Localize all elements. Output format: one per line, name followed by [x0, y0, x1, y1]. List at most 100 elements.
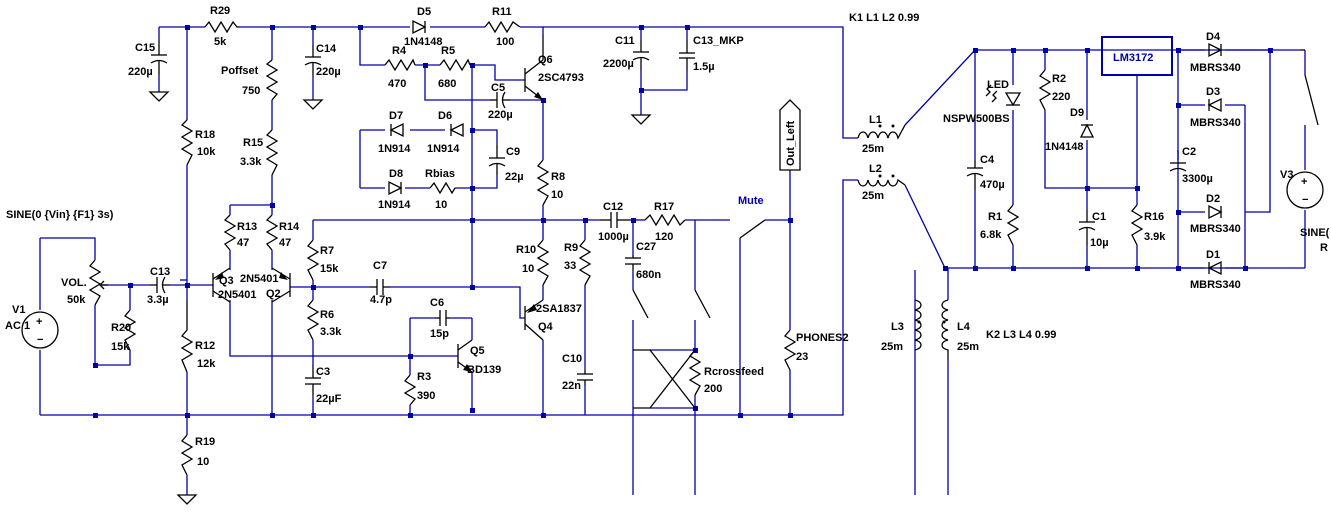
label-v3-value: SINE( [1300, 227, 1330, 239]
junctions [93, 25, 1273, 418]
label-d7-ref: D7 [389, 110, 403, 122]
resistor-rcrossfeed [688, 349, 702, 396]
label-c13-value: 3.3µ [147, 294, 169, 306]
switches [632, 49, 1319, 409]
label-c9-value: 22µ [505, 171, 524, 183]
potentiometer-vol[interactable] [88, 259, 102, 306]
label-c4-value: 470µ [980, 179, 1005, 191]
svg-text:+: + [36, 316, 42, 328]
label-r11-ref: R11 [492, 6, 512, 18]
label-r10-ref: R10 [516, 244, 536, 256]
resistor-r9 [578, 239, 592, 286]
switch-v3[interactable] [1304, 74, 1319, 126]
label-v3-ref: V3 [1280, 169, 1293, 181]
label-q6-value: 2SC4793 [538, 72, 584, 84]
label-c2-ref: C2 [1182, 146, 1196, 158]
label-q3-value: 2N5401 [218, 289, 257, 301]
label-r1-value: 6.8k [980, 229, 1002, 241]
label-r29-ref: R29 [210, 5, 230, 17]
label-c12-value: 1000µ [598, 231, 629, 243]
inductor-l1 [857, 124, 906, 140]
label-r16-value: 3.9k [1144, 231, 1166, 243]
net-flag-out-left [779, 99, 801, 171]
diode-d7 [389, 122, 404, 138]
label-r14-value: 47 [279, 237, 291, 249]
label-r8-ref: R8 [551, 171, 565, 183]
label-r17-ref: R17 [654, 201, 674, 213]
resistor-r15 [265, 129, 279, 176]
resistors [88, 20, 1144, 476]
label-d2-value: MBRS340 [1190, 223, 1241, 235]
label-d9-value: 1N4148 [1045, 141, 1084, 153]
label-d7-value: 1N914 [378, 143, 411, 155]
diode-led [985, 84, 1022, 107]
label-r16-ref: R16 [1144, 211, 1164, 223]
label-out-left-net: Out_Left [785, 120, 797, 166]
label-c15-ref: C15 [135, 42, 155, 54]
label-r7-ref: R7 [320, 245, 334, 257]
resistor-r6 [306, 299, 320, 341]
label-led-ref: LED [987, 79, 1009, 91]
capacitor-c13 [150, 276, 170, 294]
label-r20-ref: R20 [111, 322, 131, 334]
diode-d2 [1208, 204, 1223, 220]
label-r7-value: 15k [320, 263, 339, 275]
label-q2-ref: Q2 [266, 288, 281, 300]
svg-text:+: + [1301, 176, 1307, 188]
ground-icon [176, 494, 198, 505]
label-vol-ref: VOL. [61, 277, 87, 289]
label-c7-value: 4.7p [370, 294, 392, 306]
inductors [857, 124, 949, 360]
label-r18-value: 10k [197, 146, 216, 158]
label-lm3172: LM3172 [1113, 52, 1153, 64]
label-d4-ref: D4 [1206, 31, 1221, 43]
label-phones2-value: 23 [796, 351, 808, 363]
capacitor-c11 [632, 40, 650, 70]
switch-crossfeed-b[interactable] [694, 289, 711, 319]
diode-d1 [1207, 260, 1222, 276]
capacitor-c4 [966, 160, 984, 190]
label-d4-value: MBRS340 [1190, 62, 1241, 74]
label-q2-value: 2N5401 [240, 273, 279, 285]
switch-mute[interactable] [739, 219, 766, 239]
label-d5-value: 1N4148 [404, 36, 443, 48]
label-l3-value: 25m [881, 341, 903, 353]
diode-d8 [388, 180, 403, 196]
capacitor-c2 [1169, 162, 1187, 172]
capacitor-c10 [577, 370, 593, 385]
ground-icon [148, 91, 170, 102]
label-r3-value: 390 [417, 390, 435, 402]
label-c15-value: 220µ [128, 66, 153, 78]
label-led-value: NSPW500BS [943, 113, 1010, 125]
sources: + − + − [21, 36, 1324, 505]
diode-d4 [1208, 42, 1223, 58]
label-d5-ref: D5 [417, 6, 431, 18]
capacitor-c7 [370, 279, 390, 295]
label-r15-ref: R15 [243, 137, 263, 149]
label-q4-ref: Q4 [538, 321, 554, 333]
resistor-r3 [403, 374, 417, 406]
capacitor-c3 [305, 365, 321, 395]
label-r18-ref: R18 [195, 129, 215, 141]
resistor-r11 [484, 20, 521, 34]
label-d1-value: MBRS340 [1190, 279, 1241, 291]
label-d8-ref: D8 [389, 168, 403, 180]
label-r12-value: 12k [197, 358, 216, 370]
label-k2-directive: K2 L3 L4 0.99 [986, 329, 1056, 341]
capacitor-c5 [490, 91, 510, 109]
label-r2-ref: R2 [1052, 73, 1066, 85]
switch-crossfeed-a[interactable] [632, 289, 649, 319]
resistor-r4 [384, 58, 416, 72]
label-r13-value: 47 [237, 237, 249, 249]
label-v1-ref: V1 [12, 304, 25, 316]
label-v3-value2: R [1320, 242, 1328, 254]
transistor-q4 [524, 299, 544, 341]
label-rbias-value: 10 [435, 199, 447, 211]
label-v1-value: AC 1 [5, 320, 30, 332]
label-l2-ref: L2 [869, 163, 882, 175]
diode-d5 [412, 19, 427, 35]
diode-d3 [1207, 97, 1222, 113]
label-d2-ref: D2 [1206, 193, 1220, 205]
label-r12-ref: R12 [195, 340, 215, 352]
capacitors [150, 40, 1187, 395]
